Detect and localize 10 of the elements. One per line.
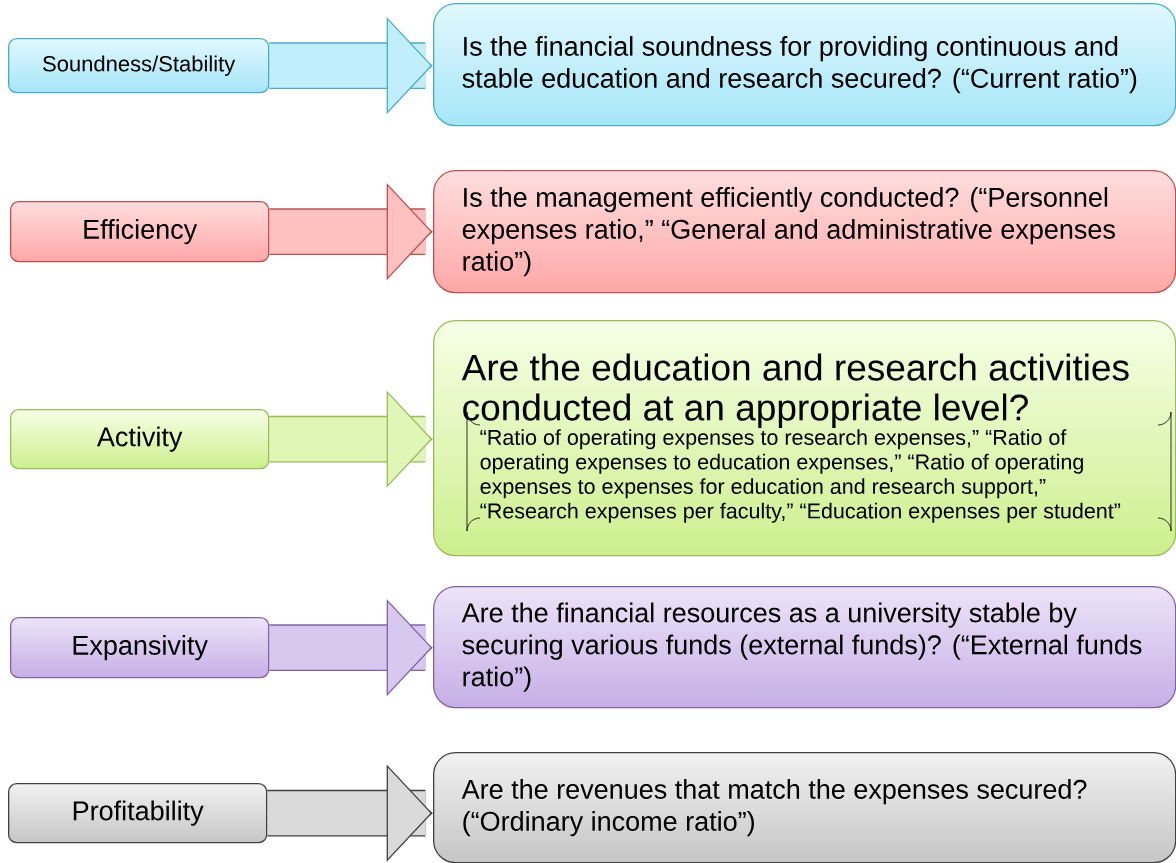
category-box: Activity bbox=[10, 409, 270, 470]
question-box: Are the education and research activities conducted at an appropriate level? “Ratio of operating expenses to research expenses,” “Ratio of operating expenses to education expenses,” “Ratio of operating expenses to expenses for education and research support,” “Research expenses per faculty,” “Education expenses per student” bbox=[433, 320, 1176, 557]
category-box: Profitability bbox=[8, 783, 268, 844]
question-box: Are the revenues that match the expenses secured? (“Ordinary income ratio”) bbox=[433, 752, 1176, 863]
question-box: Is the management efficiently conducted? (“Personnel expenses ratio,” “General and administrative expenses ratio”) bbox=[433, 170, 1176, 294]
category-box: Efficiency bbox=[10, 201, 270, 263]
question-box: Are the financial resources as a university stable by securing various funds (external funds)? (“External funds ratio”) bbox=[433, 586, 1176, 709]
question-box: Is the financial soundness for providing continuous and stable education and research secured? (“Current ratio”) bbox=[433, 3, 1176, 127]
category-box: Expansivity bbox=[10, 617, 270, 679]
category-box: Soundness/Stability bbox=[8, 38, 270, 94]
